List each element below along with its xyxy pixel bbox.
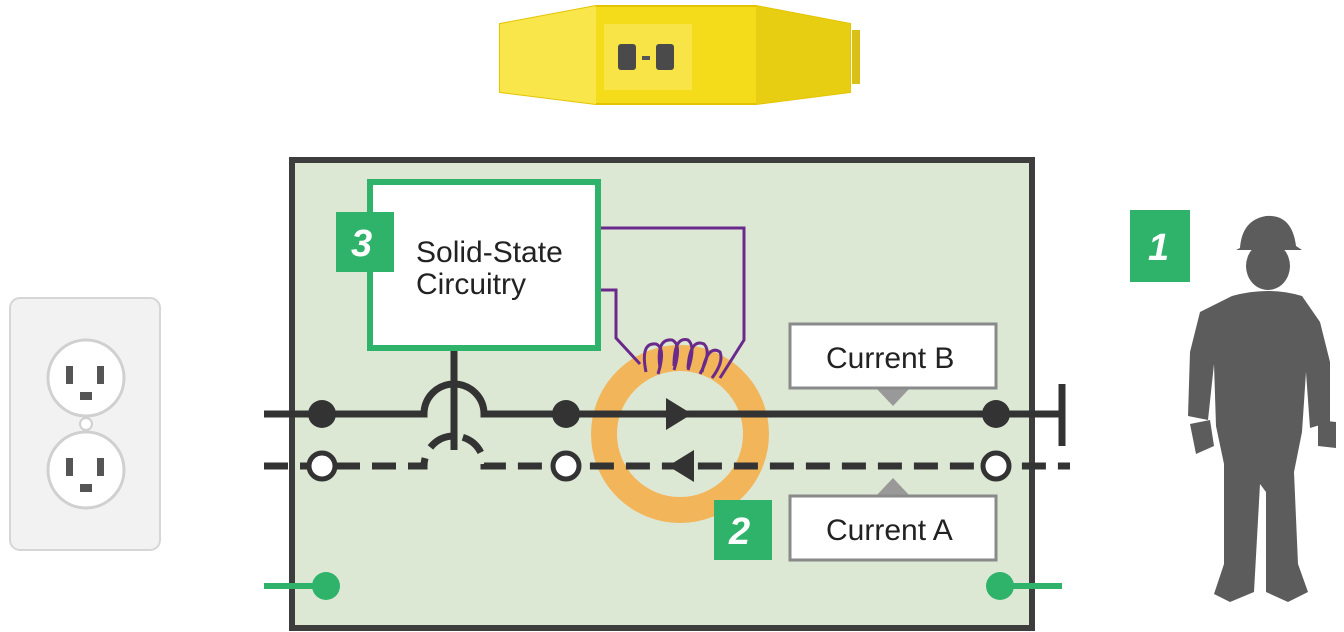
wall-outlet-icon bbox=[9, 297, 161, 551]
arrow-left-icon bbox=[668, 450, 694, 482]
badge-3 bbox=[336, 212, 394, 272]
badge-2 bbox=[714, 500, 772, 560]
badge-1-text: 1 bbox=[1148, 227, 1169, 269]
terminal-b-right bbox=[982, 400, 1010, 428]
terminal-b-mid bbox=[552, 400, 580, 428]
ground-terminal-left bbox=[312, 572, 340, 600]
terminal-b-left bbox=[308, 400, 336, 428]
coil-wire-inner bbox=[598, 288, 642, 366]
current-a-pointer bbox=[876, 478, 910, 496]
badge-1 bbox=[1130, 210, 1190, 282]
terminal-a-right bbox=[980, 450, 1012, 482]
circuitry-label-line1: Solid-State bbox=[416, 236, 563, 269]
arrow-right-icon bbox=[666, 398, 692, 430]
current-b-pointer bbox=[876, 388, 910, 406]
current-a-box bbox=[788, 494, 998, 562]
current-a-label: Current A bbox=[826, 514, 953, 547]
worker-silhouette-icon bbox=[1188, 215, 1336, 602]
terminal-a-left bbox=[306, 450, 338, 482]
current-b-line bbox=[264, 380, 1062, 418]
badge-2-text: 2 bbox=[728, 511, 750, 553]
coil-wire-outer bbox=[598, 226, 746, 379]
circuitry-label-line2: Circuitry bbox=[416, 268, 526, 301]
gfci-device-icon bbox=[499, 5, 860, 105]
sensing-coil bbox=[642, 338, 723, 379]
ground-terminal-right bbox=[986, 572, 1014, 600]
terminal-a-mid bbox=[550, 450, 582, 482]
sensing-ring bbox=[591, 345, 769, 523]
current-b-label: Current B bbox=[826, 342, 954, 375]
badge-3-text: 3 bbox=[351, 223, 372, 265]
current-b-box bbox=[788, 322, 998, 390]
